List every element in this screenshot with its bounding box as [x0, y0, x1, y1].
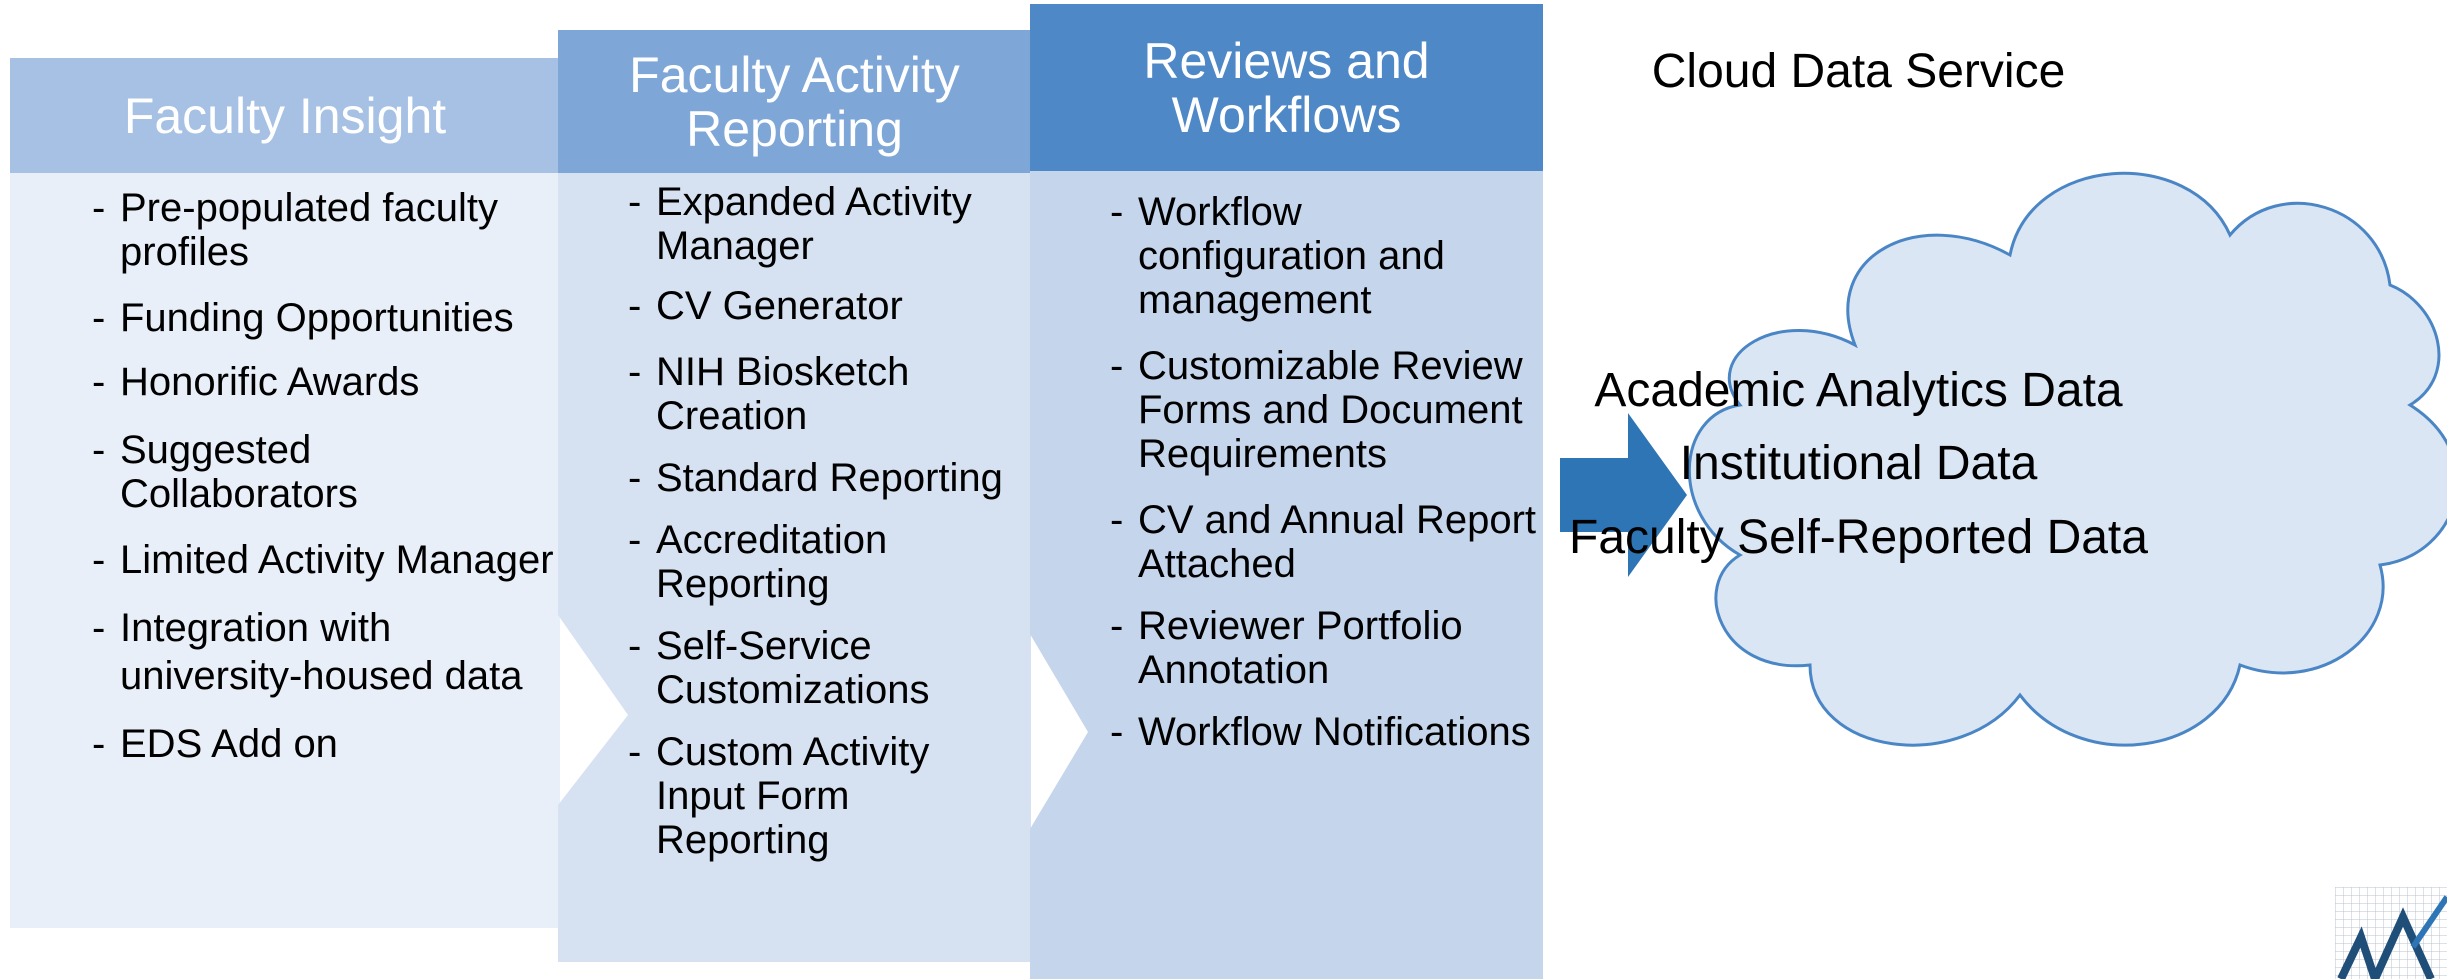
item-list: Workflow configuration and management Cu…	[1110, 190, 1540, 776]
list-item: Standard Reporting	[628, 456, 1028, 500]
column-title: Faculty Activity Reporting	[629, 46, 960, 157]
list-item: Workflow configuration and management	[1110, 190, 1540, 322]
column-title: Faculty Insight	[123, 87, 447, 144]
list-item: Pre-populated faculty profiles	[92, 186, 557, 274]
column-header: Faculty Insight	[10, 58, 560, 173]
column-faculty-insight: Faculty Insight Pre-populated faculty pr…	[10, 58, 560, 928]
column-title: Reviews and Workflows	[1143, 32, 1430, 143]
list-item: NIH Biosketch Creation	[628, 350, 1028, 438]
cloud-data-service: Cloud Data Service Academic Analytics Da…	[1560, 0, 2447, 979]
cloud-line-faculty-self-reported: Faculty Self-Reported Data	[1569, 511, 2148, 564]
cloud-line-academic-analytics: Academic Analytics Data	[1594, 364, 2123, 417]
list-item: Accreditation Reporting	[628, 518, 1028, 606]
list-item: Workflow Notifications	[1110, 710, 1540, 754]
list-item: CV Generator	[628, 284, 1028, 328]
list-item: Reviewer Portfolio Annotation	[1110, 604, 1540, 692]
list-item: Funding Opportunities	[92, 296, 557, 340]
column-reviews-and-workflows: Reviews and Workflows Workflow configura…	[1030, 4, 1543, 979]
list-item: EDS Add on	[92, 722, 557, 766]
list-item: Suggested Collaborators	[92, 428, 557, 516]
logo-icon	[2335, 887, 2447, 979]
list-item: Expanded Activity Manager	[628, 180, 1028, 268]
column-header: Faculty Activity Reporting	[558, 30, 1031, 173]
cloud-title: Cloud Data Service	[1651, 45, 2066, 98]
item-list: Pre-populated faculty profiles Funding O…	[92, 186, 557, 788]
cloud-icon	[1687, 171, 2447, 747]
list-item: Limited Activity Manager	[92, 538, 557, 582]
list-item: Custom Activity Input Form Reporting	[628, 730, 1028, 862]
column-faculty-activity-reporting: Faculty Activity Reporting Expanded Acti…	[558, 30, 1031, 962]
list-item: Customizable Review Forms and Document R…	[1110, 344, 1540, 476]
cloud-line-institutional: Institutional Data	[1679, 437, 2038, 490]
list-item: Integration with university-housed data	[92, 604, 557, 700]
arrow-right-icon	[1560, 413, 1687, 577]
list-item: CV and Annual Report Attached	[1110, 498, 1540, 586]
list-item: Self-Service Customizations	[628, 624, 1028, 712]
list-item: Honorific Awards	[92, 360, 557, 404]
column-header: Reviews and Workflows	[1030, 4, 1543, 171]
item-list: Expanded Activity Manager CV Generator N…	[628, 180, 1028, 884]
